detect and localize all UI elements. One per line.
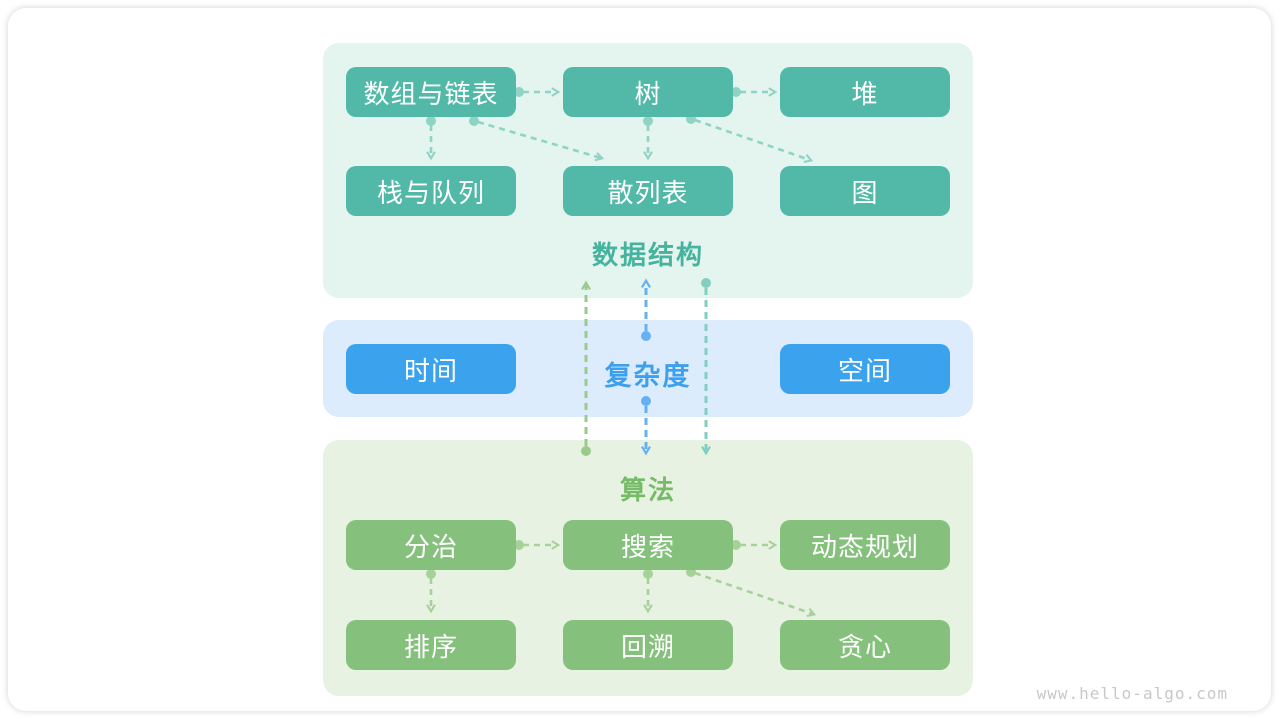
node-stack-queue: 栈与队列 <box>346 166 516 216</box>
node-arrays-linked-lists: 数组与链表 <box>346 67 516 117</box>
watermark: www.hello-algo.com <box>1036 684 1228 703</box>
section-title-complexity: 复杂度 <box>604 361 692 392</box>
node-sorting: 排序 <box>346 620 516 670</box>
section-title-algorithms: 算法 <box>619 476 676 506</box>
node-tree: 树 <box>563 67 733 117</box>
node-dynamic-programming: 动态规划 <box>780 520 950 570</box>
node-space: 空间 <box>780 344 950 394</box>
node-search: 搜索 <box>563 520 733 570</box>
node-heap: 堆 <box>780 67 950 117</box>
node-time: 时间 <box>346 344 516 394</box>
page-card: 数组与链表 树 堆 栈与队列 散列表 图 数据结构 时间 空间 复杂度 算法 分… <box>8 8 1271 711</box>
node-backtracking: 回溯 <box>563 620 733 670</box>
section-title-data-structures: 数据结构 <box>591 241 704 271</box>
node-hash-table: 散列表 <box>563 166 733 216</box>
node-divide-conquer: 分治 <box>346 520 516 570</box>
node-greedy: 贪心 <box>780 620 950 670</box>
node-graph: 图 <box>780 166 950 216</box>
